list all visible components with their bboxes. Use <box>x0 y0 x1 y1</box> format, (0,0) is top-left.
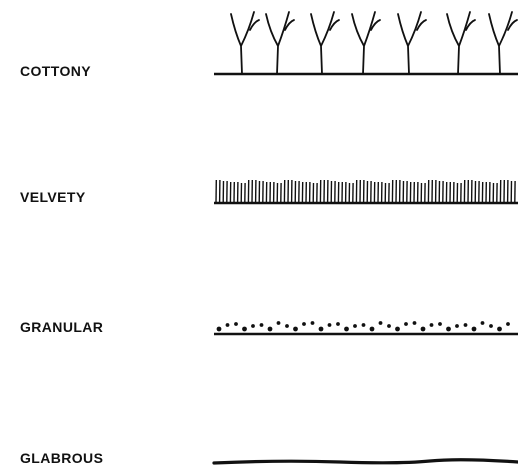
granule <box>446 327 451 332</box>
granule <box>285 324 289 328</box>
granule <box>242 327 247 332</box>
granule <box>387 324 391 328</box>
granule <box>421 327 426 332</box>
granular-illustration <box>214 321 518 334</box>
granule <box>226 323 230 327</box>
hypha-strand <box>489 12 517 74</box>
granule <box>319 327 324 332</box>
granule <box>328 323 332 327</box>
granule <box>260 323 264 327</box>
granule <box>293 327 298 332</box>
granule <box>379 321 383 325</box>
granule <box>311 321 315 325</box>
granule <box>438 322 442 326</box>
granule <box>362 323 366 327</box>
granule <box>395 327 400 332</box>
hypha-strand <box>231 12 259 74</box>
hypha-strand <box>311 12 339 74</box>
glabrous-line <box>214 460 518 463</box>
granule <box>268 327 273 332</box>
granule <box>302 322 306 326</box>
hypha-strand <box>352 12 380 74</box>
granule <box>277 321 281 325</box>
granule <box>336 322 340 326</box>
granule <box>464 323 468 327</box>
granule <box>234 322 238 326</box>
granule <box>472 327 477 332</box>
granule <box>497 327 502 332</box>
glabrous-illustration <box>214 460 518 463</box>
granule <box>506 322 510 326</box>
granule <box>430 323 434 327</box>
granule <box>370 327 375 332</box>
granule <box>413 321 417 325</box>
cottony-illustration <box>214 12 518 74</box>
granule <box>251 324 255 328</box>
hypha-strand <box>447 12 475 74</box>
granule <box>481 321 485 325</box>
granule <box>455 324 459 328</box>
granule <box>404 322 408 326</box>
granule <box>344 327 349 332</box>
granule <box>353 324 357 328</box>
hypha-strand <box>266 12 294 74</box>
granule <box>489 324 493 328</box>
granule <box>217 327 222 332</box>
hypha-strand <box>398 12 426 74</box>
velvety-illustration <box>214 180 518 203</box>
